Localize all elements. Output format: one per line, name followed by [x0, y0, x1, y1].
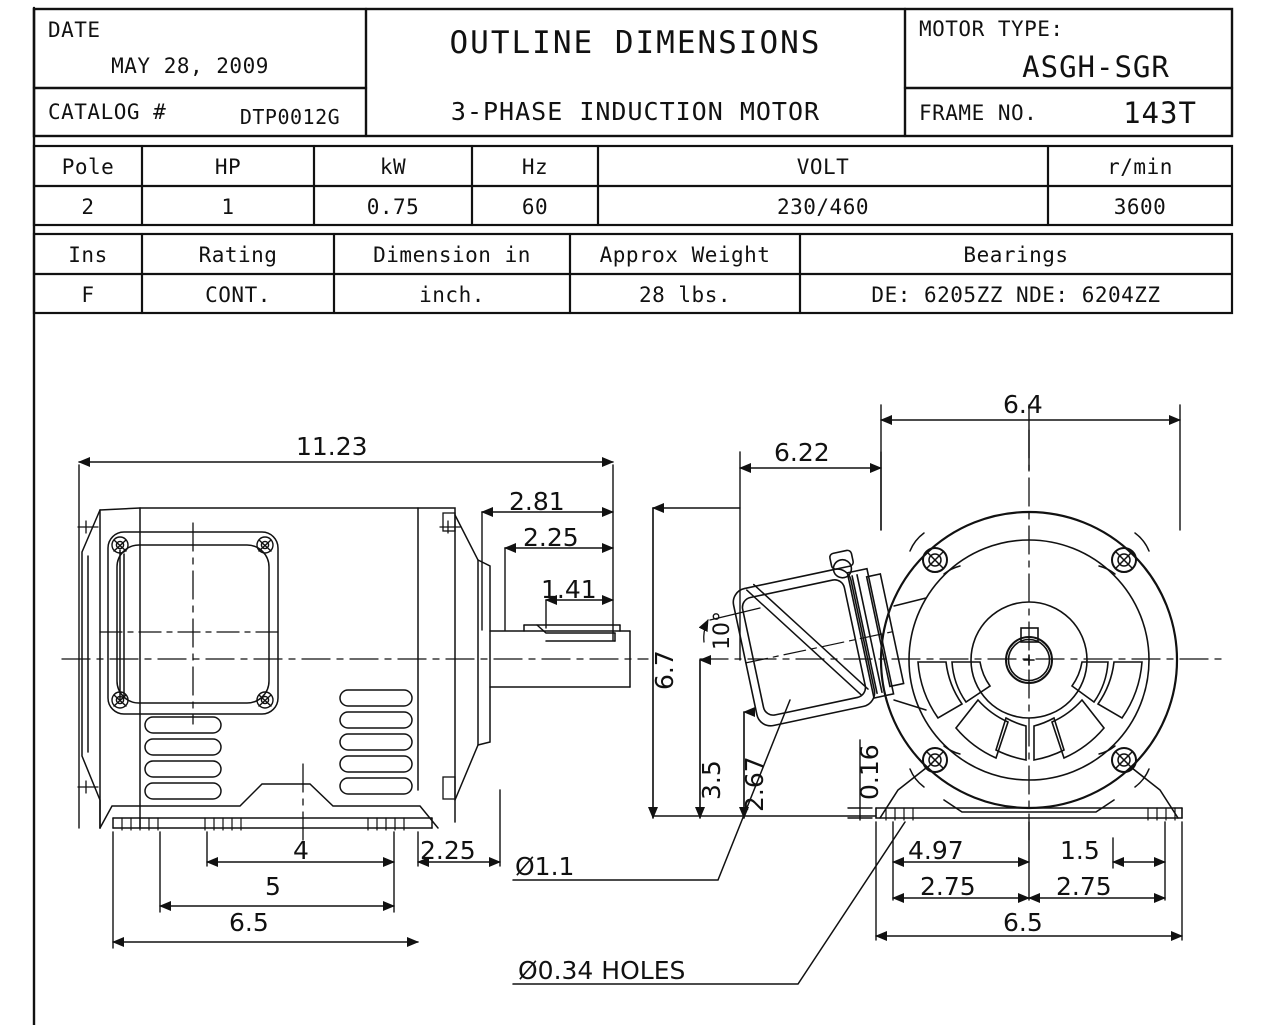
spec2-value-bearings: DE: 6205ZZ NDE: 6204ZZ	[871, 283, 1161, 307]
end-view-centerlines	[699, 429, 1229, 841]
side-view-dimension-lines	[78, 457, 614, 949]
dim-conduit-width-622: 6.22	[774, 438, 830, 467]
dim-foot-15: 1.5	[1060, 836, 1100, 865]
cooling-fins-right	[339, 689, 413, 795]
spec-table-1-frame	[32, 144, 1234, 227]
spec1-value-hz: 60	[521, 195, 549, 219]
dim-foot-span-5: 5	[265, 872, 281, 901]
catalog-value: DTP0012G	[239, 105, 341, 129]
callout-conduit-hole: Ø1.1	[515, 852, 575, 881]
dim-conduit-height-267: 2.67	[740, 756, 769, 812]
title-block-frame	[32, 7, 1234, 138]
date-label: DATE	[48, 18, 101, 42]
motor-type-label: MOTOR TYPE:	[919, 17, 1064, 41]
spec1-header-hz: Hz	[521, 155, 549, 179]
dim-key-length: 1.41	[541, 575, 597, 604]
callout-mounting-holes: Ø0.34 HOLES	[518, 956, 686, 985]
dim-foot-275-right: 2.75	[1056, 872, 1112, 901]
date-value: MAY 28, 2009	[111, 54, 269, 78]
spec2-header-rating: Rating	[198, 243, 278, 267]
spec1-value-pole: 2	[81, 195, 95, 219]
dim-foot-hole-spacing: 4	[293, 836, 309, 865]
dim-foot-total-65: 6.5	[1003, 908, 1043, 937]
lug-marks	[77, 512, 461, 800]
dim-shaft-center-height-35: 3.5	[697, 760, 726, 800]
terminal-box-screws	[111, 536, 274, 709]
end-elevation-geometry	[699, 429, 1229, 841]
dim-foot-275-left: 2.75	[920, 872, 976, 901]
motor-shaft	[489, 624, 631, 688]
spec2-value-dim: inch.	[419, 283, 485, 307]
callout-leaders	[512, 699, 906, 985]
motor-base-feet	[99, 783, 439, 831]
spec1-header-rmin: r/min	[1107, 155, 1173, 179]
dim-conduit-angle: 10°	[710, 611, 735, 650]
side-elevation-geometry	[61, 507, 649, 841]
motor-type-value: ASGH-SGR	[1022, 50, 1170, 84]
spec2-value-rating: CONT.	[205, 283, 271, 307]
spec1-value-volt: 230/460	[776, 195, 869, 219]
dim-shaft-end-to-foot: 2.25	[420, 836, 476, 865]
dim-shaft-usable: 2.25	[523, 523, 579, 552]
end-view-dimension-lines	[648, 404, 1183, 941]
side-view-centerlines	[61, 522, 649, 841]
dim-foot-thickness-016: 0.16	[855, 744, 884, 800]
catalog-label: CATALOG #	[48, 100, 167, 124]
spec1-header-hp: HP	[214, 155, 242, 179]
spec1-value-kw: 0.75	[366, 195, 420, 219]
frame-no-label: FRAME NO.	[919, 101, 1038, 125]
spec2-header-bearings: Bearings	[963, 243, 1069, 267]
spec2-value-ins: F	[81, 283, 95, 307]
spec2-header-weight: Approx Weight	[599, 243, 771, 267]
drawing-main-title: OUTLINE DIMENSIONS	[449, 25, 822, 61]
dim-width-64: 6.4	[1003, 390, 1043, 419]
spec1-value-rmin: 3600	[1113, 195, 1167, 219]
spec2-header-dim: Dimension in	[373, 243, 531, 267]
spec1-header-pole: Pole	[61, 155, 115, 179]
spec2-value-weight: 28 lbs.	[638, 283, 731, 307]
spec-table-2-frame	[32, 232, 1234, 315]
through-bolt-bosses	[909, 532, 1150, 788]
cooling-fins-left	[144, 716, 222, 800]
frame-no-value: 143T	[1123, 96, 1197, 130]
spec2-header-ins: Ins	[68, 243, 108, 267]
dim-height-67: 6.7	[650, 650, 679, 690]
dim-shaft-total: 2.81	[509, 487, 565, 516]
dim-foot-497: 4.97	[908, 836, 964, 865]
spec1-header-kw: kW	[379, 155, 407, 179]
fan-cowl-ribs	[917, 661, 1143, 761]
conduit-box	[732, 549, 905, 727]
dim-foot-span-65: 6.5	[229, 908, 269, 937]
drawing-sub-title: 3-PHASE INDUCTION MOTOR	[450, 96, 821, 126]
spec1-header-volt: VOLT	[796, 155, 850, 179]
end-view-base	[875, 767, 1183, 821]
dim-overall-length: 11.23	[296, 432, 368, 461]
spec1-value-hp: 1	[221, 195, 235, 219]
